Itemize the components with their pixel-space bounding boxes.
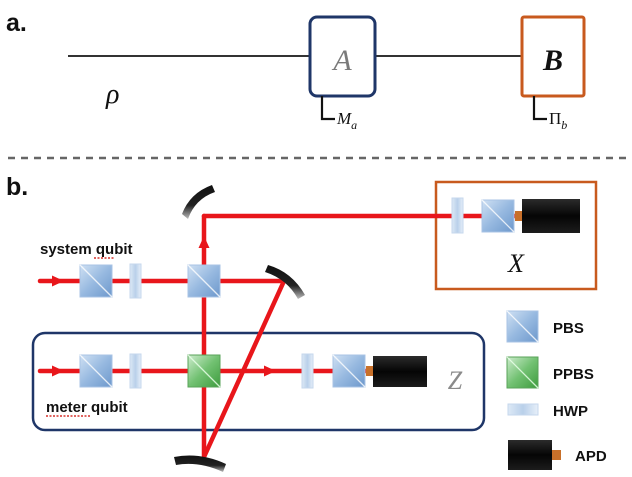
system-qubit-label: system qubit	[40, 241, 133, 258]
meter-b-wire	[532, 96, 547, 121]
ppbs-junction-diagonal	[187, 354, 221, 388]
meter-qubit-label: meter qubit	[46, 399, 128, 416]
box-a	[308, 15, 377, 98]
pbs-x	[481, 199, 515, 233]
legend-hwp-swatch	[507, 403, 539, 416]
x-measurement-box	[434, 180, 598, 291]
arrow-system-input	[52, 275, 64, 287]
pbs-junction-top-diagonal	[187, 264, 221, 298]
mirror-right	[265, 265, 305, 299]
meas-a-main: M	[336, 109, 352, 128]
legend-apd-window	[552, 450, 561, 460]
arrow-meter-input	[52, 365, 64, 377]
pbs-x-diagonal	[481, 199, 515, 233]
legend-item-hwp: HWP	[507, 403, 588, 420]
meas-a-label: Ma	[336, 109, 357, 132]
arrow-vertical-up	[198, 236, 210, 248]
mirror-bottom	[174, 455, 226, 472]
legend-hwp-label: HWP	[553, 403, 588, 420]
box-b-label: B	[542, 44, 563, 77]
meas-a-sub: a	[351, 118, 357, 132]
box-b	[520, 15, 586, 98]
beam-arrows	[52, 236, 276, 377]
legend-ppbs-label: PPBS	[553, 366, 594, 383]
meas-b-label: Πb	[549, 109, 567, 132]
apd-z-body	[373, 356, 427, 387]
apd-z	[366, 356, 427, 387]
meas-b-main: Π	[549, 109, 561, 128]
hwp-meter	[129, 353, 142, 389]
x-box-label: X	[507, 249, 525, 278]
hwp-x	[451, 197, 464, 234]
legend-apd-label: APD	[575, 448, 607, 465]
pbs-system	[79, 264, 113, 298]
arrow-meter-out	[264, 365, 276, 377]
panel-a-label: a.	[6, 9, 27, 37]
apd-x	[515, 199, 580, 233]
legend-pbs-label: PBS	[553, 320, 584, 337]
panel-b-label: b.	[6, 173, 28, 201]
pbs-junction-top	[187, 264, 221, 298]
apd-x-body	[522, 199, 580, 233]
pbs-meter-diagonal	[79, 354, 113, 388]
mirror-top	[182, 185, 215, 219]
legend: PBS PPBS HWP APD	[506, 310, 607, 470]
hwp-z	[301, 353, 314, 389]
apd-x-window	[515, 211, 523, 221]
state-rho: ρ	[105, 79, 119, 110]
legend-apd-swatch	[508, 440, 552, 470]
legend-item-ppbs: PPBS	[506, 356, 594, 389]
meas-b-sub: b	[561, 118, 567, 132]
ppbs-junction	[187, 354, 221, 388]
pbs-z	[332, 354, 366, 388]
pbs-meter	[79, 354, 113, 388]
meter-a-wire	[320, 96, 335, 121]
hwp-system	[129, 263, 142, 299]
legend-item-pbs: PBS	[506, 310, 584, 343]
apd-z-window	[366, 366, 374, 376]
pbs-z-diagonal	[332, 354, 366, 388]
pbs-system-diagonal	[79, 264, 113, 298]
panel-a: a. ρ A B Ma Πb	[6, 9, 586, 132]
box-a-label: A	[331, 44, 352, 77]
panel-b: b. X Z	[6, 173, 607, 472]
z-box-label: Z	[448, 366, 463, 395]
legend-item-apd: APD	[508, 440, 607, 470]
legend-ppbs-diagonal	[506, 356, 539, 389]
legend-pbs-diagonal	[506, 310, 539, 343]
